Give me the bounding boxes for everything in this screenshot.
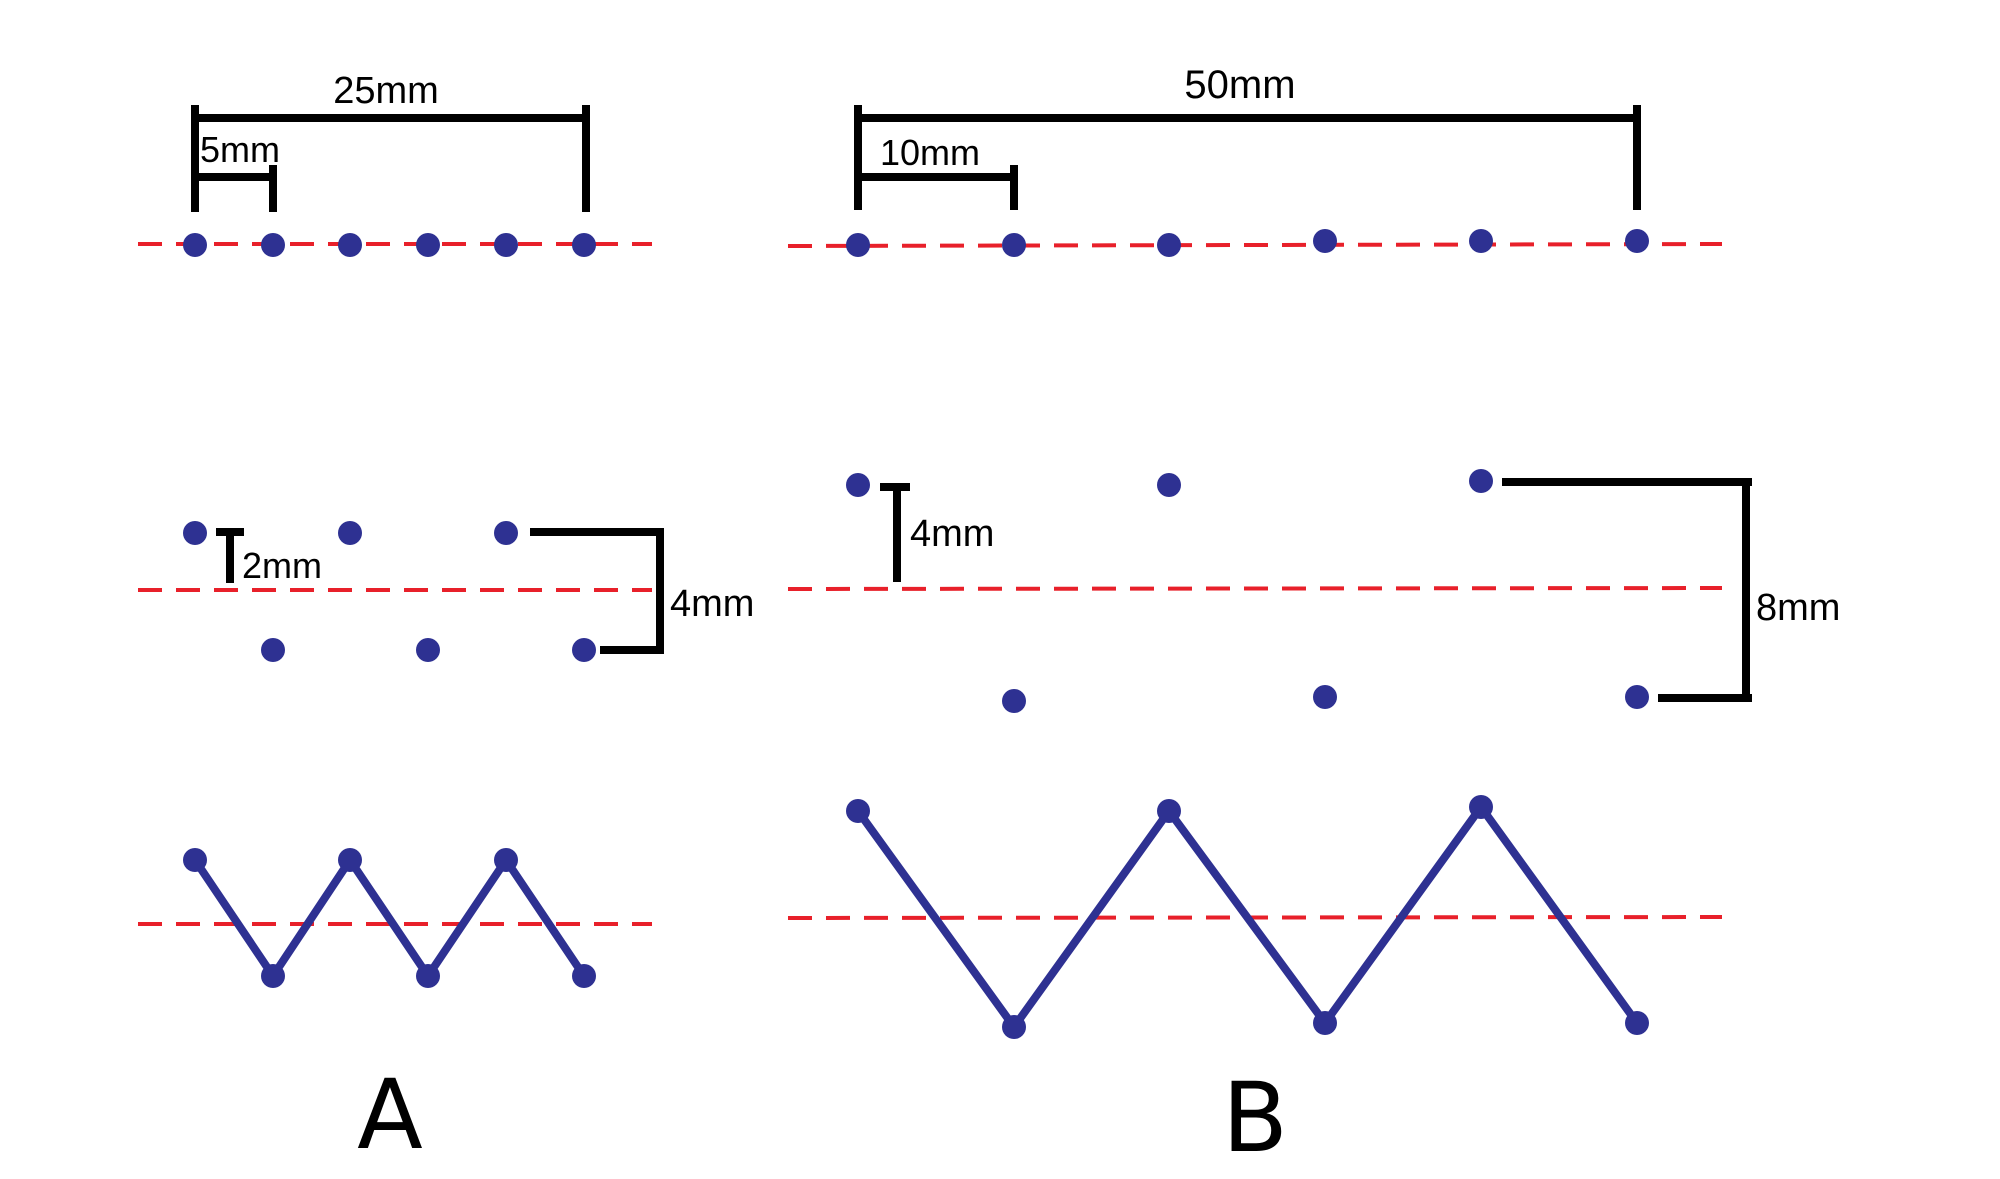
panel-a-dimensions [191,105,590,212]
panel-a-offset-label: 2mm [242,545,322,586]
panel-a-straight-stitch [183,233,596,257]
stitch-point [1002,1015,1026,1039]
panel-a: 25mm 5mm 2mm 4mm [138,70,754,1171]
panel-b-offset-dimensions [880,478,1752,702]
stitch-point [1625,229,1649,253]
panel-a-zigzag-points [183,521,596,662]
stitch-point [183,521,207,545]
panel-b-label: B [1222,1062,1288,1174]
stitch-point [1002,233,1026,257]
panel-b-spacing-label: 10mm [880,132,980,173]
stitch-point [846,473,870,497]
stitch-point [1469,229,1493,253]
stitch-point [1313,229,1337,253]
panel-a-offset-dimensions [216,528,664,654]
stitch-point [261,233,285,257]
panel-a-spacing-label: 5mm [200,129,280,170]
panel-b-offset-label: 4mm [910,513,994,555]
panel-b-span-label: 50mm [1184,63,1295,107]
stitch-point [261,638,285,662]
panel-b-dimensions [854,105,1641,210]
stitch-point [1157,473,1181,497]
stitch-point [183,848,207,872]
stitch-point [572,964,596,988]
stitch-point [572,638,596,662]
stitch-point [1313,685,1337,709]
stitch-point [338,521,362,545]
stitch-point [261,964,285,988]
panel-b-straight-stitch [846,229,1649,257]
stitch-point [338,233,362,257]
stitch-point [846,233,870,257]
stitch-point [1469,795,1493,819]
panel-a-centerlines [138,242,652,926]
stitch-point [183,233,207,257]
panel-b-centerlines [787,242,1723,920]
stitch-point [1625,685,1649,709]
panel-a-span-label: 25mm [333,70,439,112]
stitch-point [1625,1011,1649,1035]
panel-b-zigzag-vertices [846,795,1649,1039]
stitch-point [416,233,440,257]
stitch-point [338,848,362,872]
panel-b-zigzag-stitch [854,803,1641,1031]
panel-a-width-label: 4mm [670,583,754,625]
panel-a-label: A [357,1059,423,1171]
panel-b-zigzag-points [846,469,1649,713]
stitch-point [494,848,518,872]
stitch-point [1002,689,1026,713]
panel-b-width-label: 8mm [1756,587,1840,629]
stitch-point [1469,469,1493,493]
stitch-point [494,233,518,257]
stitch-point [846,799,870,823]
panel-a-zigzag-stitch [191,856,588,980]
panel-a-zigzag-vertices [183,848,596,988]
stitch-point [1313,1011,1337,1035]
stitch-point [494,521,518,545]
stitch-point [416,638,440,662]
panel-b: 50mm 10mm 4mm 8mm [787,63,1840,1174]
stitch-point [416,964,440,988]
stitch-point [572,233,596,257]
stitch-point [1157,233,1181,257]
stitch-point [1157,799,1181,823]
